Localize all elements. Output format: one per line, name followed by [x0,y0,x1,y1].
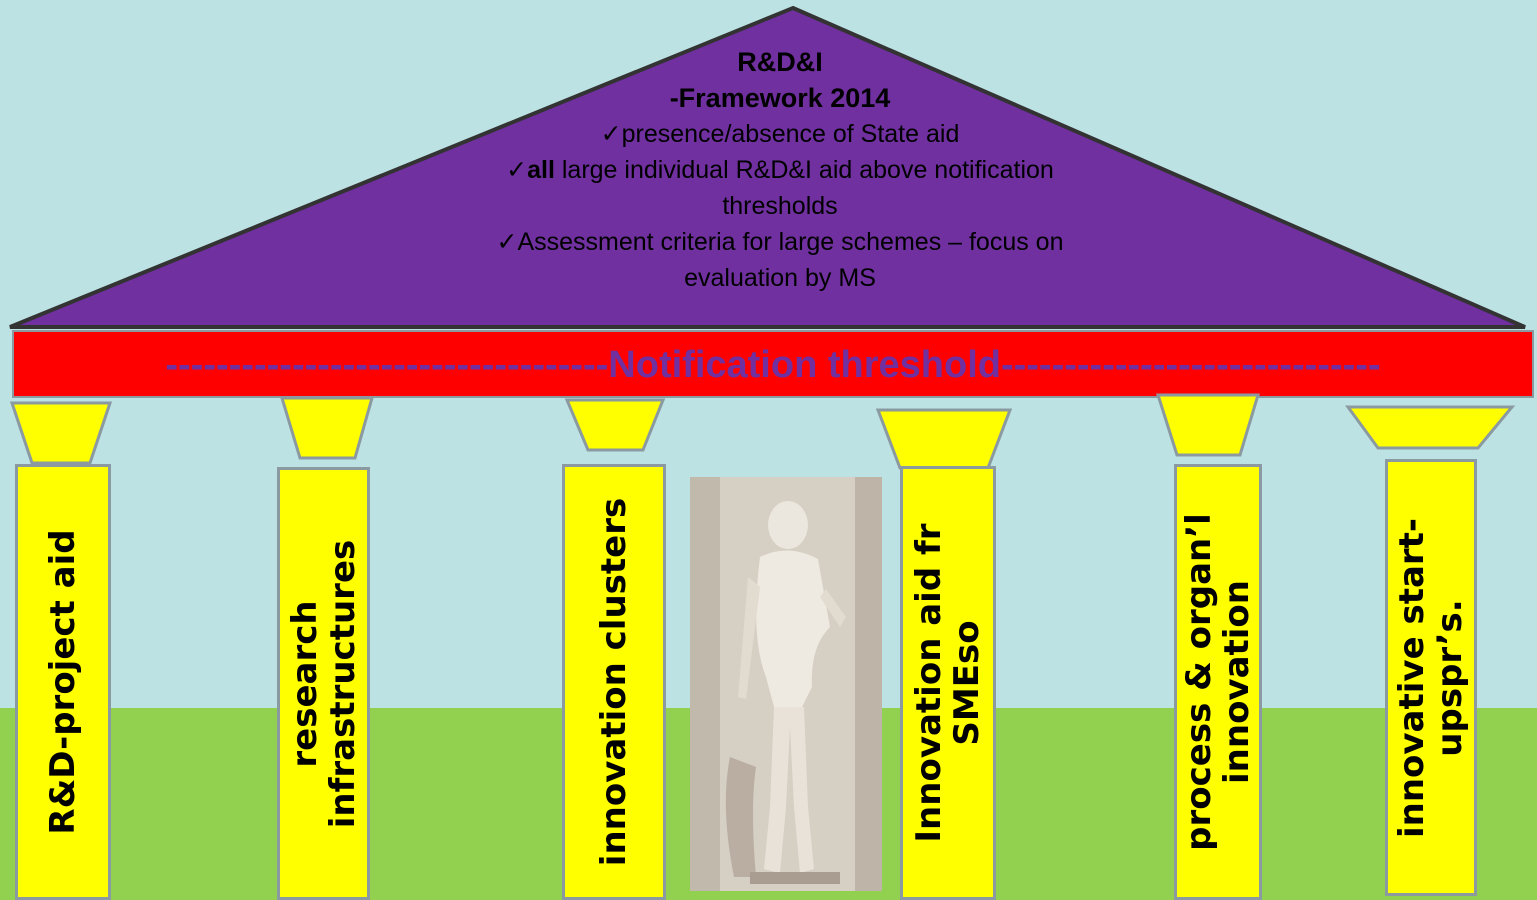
pillar-label: innovative start-upspr’s. [1392,517,1470,838]
hermes-statue-image [690,477,882,891]
check-icon: ✓ [506,156,528,184]
roof-bullet-3-text: Assessment criteria for large schemes – … [517,228,1064,292]
roof-bullet-1: ✓presence/absence of State aid [420,116,1140,152]
capital-1 [9,401,113,465]
pillar-innovation-aid-smes: Innovation aid fr SMEso [900,466,996,900]
notification-threshold-bar: -----------------------------------Notif… [12,330,1534,398]
pillar-label: innovation clusters [594,497,634,867]
roof-bullet-2-text: large individual R&D&I aid above notific… [554,156,1054,220]
roof-bullet-2: ✓all large individual R&D&I aid above no… [470,152,1090,224]
pillar-research-infrastructures: research infrastructures [277,467,370,900]
temple-roof [9,5,1526,329]
capital-4 [875,408,1013,470]
notification-threshold-text: -----------------------------------Notif… [165,344,1381,386]
roof-title-line2: -Framework 2014 [669,83,891,113]
roof-title-line1: R&D&I [737,47,823,77]
check-icon: ✓ [496,228,518,256]
statue-picture [690,477,882,891]
capital-6 [1345,405,1516,450]
check-icon: ✓ [600,120,622,148]
pillar-label: R&D-project aid [43,529,83,835]
roof-bullet-1-text: presence/absence of State aid [621,120,960,148]
pillar-label: research infrastructures [284,539,363,828]
pillar-innovative-start-ups: innovative start-upspr’s. [1385,459,1477,896]
roof-bullet-2-bold: all [527,156,555,184]
capital-5 [1155,393,1261,457]
pillar-label: process & organ’l innovation [1179,513,1257,851]
pillar-label: Innovation aid fr SMEso [909,523,987,843]
capital-2 [279,396,374,460]
roof-text: R&D&I -Framework 2014 ✓presence/absence … [420,44,1140,296]
roof-bullet-3: ✓Assessment criteria for large schemes –… [470,224,1090,296]
pillar-rd-project-aid: R&D-project aid [15,464,111,900]
pillar-process-organisational-innovation: process & organ’l innovation [1174,464,1262,900]
pillar-capitals [9,393,1516,470]
pillar-innovation-clusters: innovation clusters [562,464,666,900]
capital-3 [564,398,666,452]
